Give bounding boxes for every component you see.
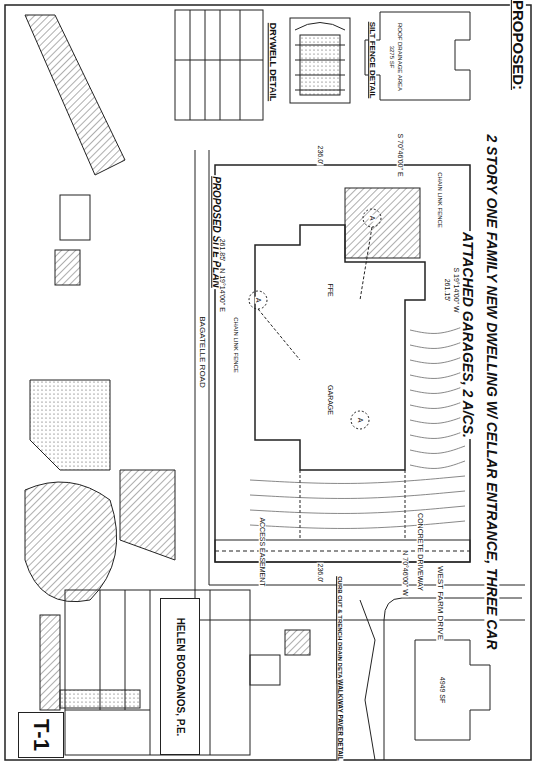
contour-line — [410, 341, 465, 348]
drain-pipe — [258, 227, 372, 360]
contour-line — [410, 416, 465, 423]
contour-line — [410, 461, 465, 468]
contour-line — [410, 401, 465, 408]
catch-basin-detail — [250, 655, 280, 685]
roof-drainage-outline — [365, 12, 470, 100]
area-value: 4949 SF — [438, 676, 445, 704]
dimension: 236.0' — [316, 145, 323, 166]
street-curve — [384, 598, 522, 760]
detail-title: SILT FENCE DETAIL — [368, 21, 376, 100]
road-name: WEST FARM DRIVE — [436, 565, 444, 641]
engineer-box: HELEN BOGDANOS, P.E. — [160, 598, 200, 755]
contour-line — [250, 506, 465, 513]
road-edge — [209, 585, 525, 586]
walkway-section — [120, 470, 175, 560]
rear-deck — [345, 188, 420, 258]
foundation-wall — [40, 615, 60, 710]
dimension: 261.15' — [443, 278, 450, 303]
slope-section — [25, 15, 125, 175]
bearing: S 19°14'00" W — [452, 266, 459, 313]
detail-title: CURB CUT & TRENCH DRAIN DETAIL — [337, 575, 343, 685]
drywell — [249, 291, 267, 309]
node-text: HELEN BOGDANOS, P.E. — [175, 617, 186, 736]
contour-lines — [250, 326, 465, 528]
bearing: N 70°46'00" W — [401, 549, 408, 597]
contour-line — [410, 431, 465, 438]
contour-line — [410, 326, 465, 333]
room-label: GARAGE — [326, 384, 333, 416]
wall-detail — [60, 195, 90, 240]
easement-line — [215, 551, 470, 552]
contour-line — [410, 446, 465, 453]
contour-line — [410, 386, 465, 393]
elevation-label: FFE — [326, 282, 333, 297]
contour-line — [250, 521, 465, 528]
title-line: 2 STORY ONE FAMILY NEW DWELLING W/ CELLA… — [485, 133, 500, 650]
neighbour-house — [415, 640, 490, 740]
trench-drain-detail — [285, 630, 310, 655]
node-text: T-1 — [29, 719, 52, 751]
contour-line — [410, 356, 465, 363]
drywell-tag: A — [368, 215, 375, 222]
sheet-border — [5, 5, 531, 760]
drywell-table — [175, 10, 263, 120]
silt-fence-detail — [290, 18, 350, 103]
drywell — [351, 411, 369, 429]
footing-detail — [55, 250, 80, 285]
area-label: ROOF DRAINAGE AREA — [397, 22, 403, 92]
title-block — [65, 590, 250, 755]
bearing: N 19°14'00" E — [218, 267, 225, 313]
road-name: BAGATELLE ROAD — [198, 315, 206, 388]
contour-line — [250, 491, 465, 498]
fence-note: CHAIN LINK FENCE — [437, 171, 443, 229]
dimension: 236.0' — [316, 563, 323, 584]
easement-label: ACCESS EASEMENT — [258, 516, 265, 587]
sheet-title: PROPOSED: — [510, 0, 526, 91]
sheet-number-box: T-1 — [18, 712, 64, 758]
road-edge — [195, 620, 525, 621]
drywell-tag: A — [254, 297, 261, 304]
retaining-detail — [30, 380, 110, 470]
contour-line — [250, 476, 465, 483]
area-value: 3275 SF — [389, 45, 395, 70]
drywell — [363, 209, 381, 227]
driveway-band — [215, 540, 470, 562]
driveway-label: CONCRETE DRIVEWAY — [416, 512, 423, 592]
detail-title: DRYWELL DETAIL — [267, 22, 276, 102]
curb-section — [360, 600, 375, 760]
fence-note: CHAIN LINK FENCE — [233, 316, 239, 374]
road-edge — [195, 150, 196, 625]
road-edge — [209, 150, 210, 585]
lot-boundary — [215, 165, 470, 562]
detail-title: WALKWAY PAVER DETAIL — [337, 678, 344, 761]
bearing: S 70°46'00" E — [396, 132, 403, 177]
title-line: ATTACHED GARAGES, 2 A/CS. — [461, 231, 476, 439]
house-footprint — [255, 225, 425, 470]
dimension: 261.85' — [218, 238, 225, 263]
driveway-edge — [300, 470, 405, 540]
contour-line — [410, 371, 465, 378]
drywell-tag: A — [356, 417, 363, 424]
drywell-section — [25, 482, 117, 602]
